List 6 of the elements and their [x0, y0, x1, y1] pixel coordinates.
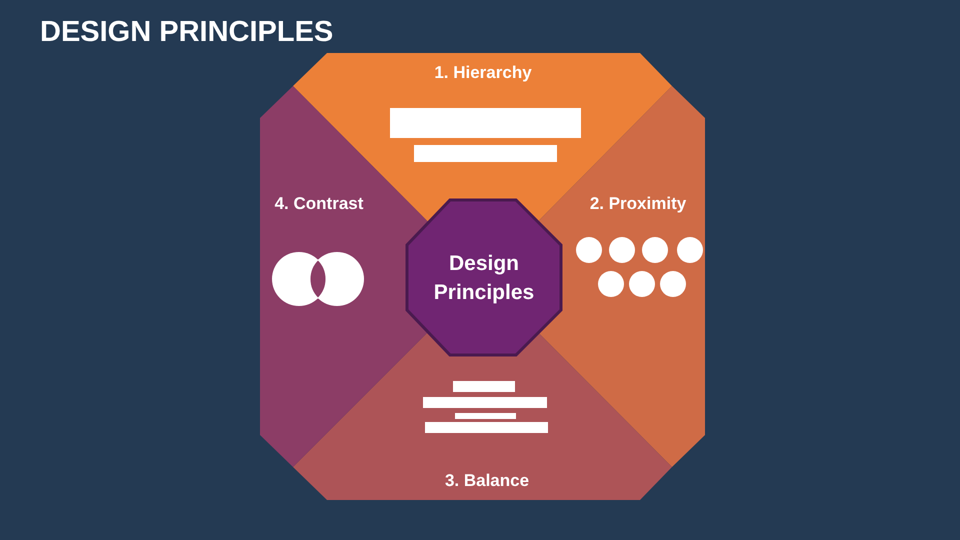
center-label: Design Principles [432, 251, 536, 306]
slide-title: DESIGN PRINCIPLES [40, 16, 334, 49]
segment-title: 2. Proximity [590, 194, 686, 214]
segment-title: 3. Balance [444, 471, 530, 491]
segment-title: 1. Hierarchy [434, 63, 532, 83]
segment-title: 4. Contrast [274, 194, 364, 214]
